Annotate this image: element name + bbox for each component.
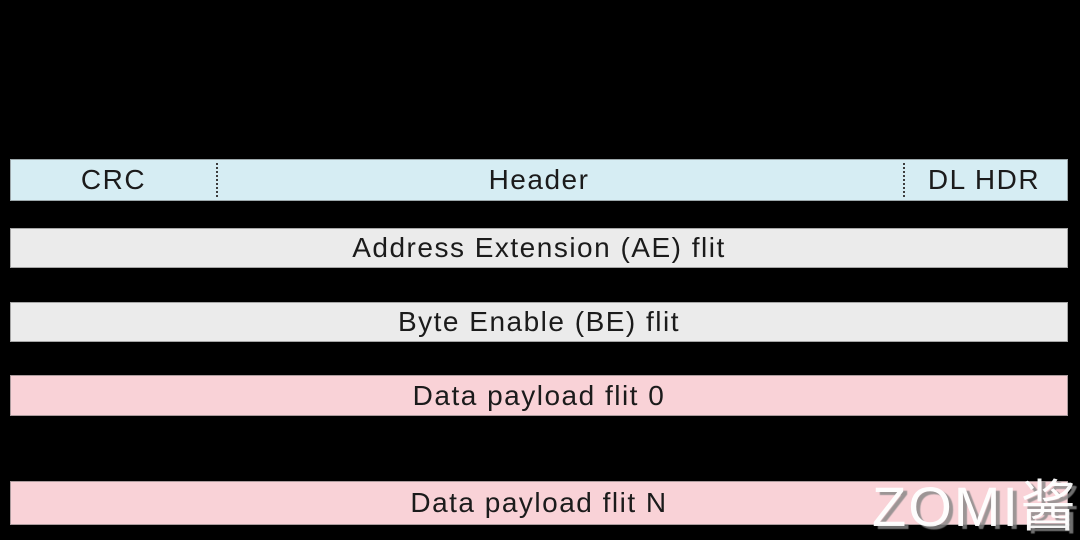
data-payload-flit-0-label: Data payload flit 0 — [412, 379, 666, 411]
header-flit-row: CRC Header DL HDR — [10, 159, 1068, 201]
crc-segment-label: CRC — [80, 164, 147, 195]
byte-enable-flit-row: Byte Enable (BE) flit — [10, 302, 1068, 342]
byte-enable-flit-label: Byte Enable (BE) flit — [397, 306, 681, 337]
segment-divider-2 — [903, 163, 905, 197]
address-extension-flit-label: Address Extension (AE) flit — [352, 232, 726, 263]
header-segment-label: Header — [488, 164, 590, 195]
data-payload-flit-0-row: Data payload flit 0 — [10, 375, 1068, 416]
data-payload-flit-n-row: Data payload flit N — [10, 481, 1068, 525]
address-extension-flit-row: Address Extension (AE) flit — [10, 228, 1068, 268]
segment-divider-1 — [216, 163, 218, 197]
dl-hdr-segment-label: DL HDR — [927, 164, 1041, 195]
data-payload-flit-n-label: Data payload flit N — [410, 487, 668, 518]
